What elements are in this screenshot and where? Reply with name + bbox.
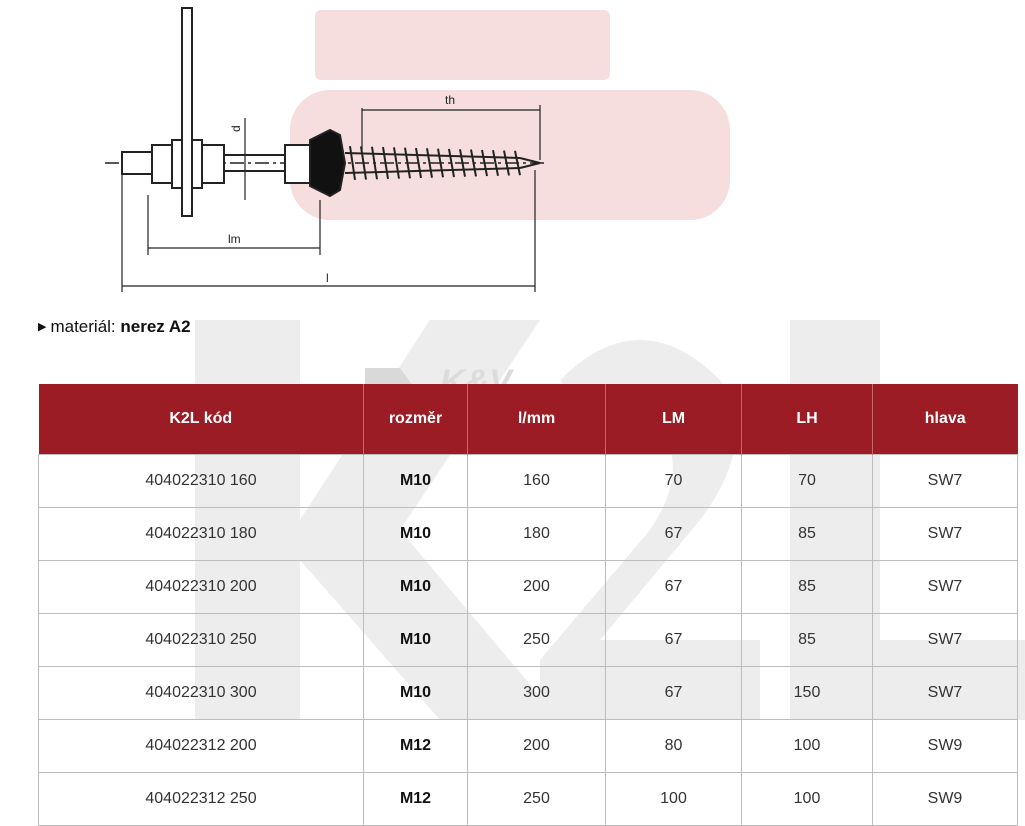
cell-lm: 67 <box>605 613 742 667</box>
cell-length: 250 <box>467 613 606 667</box>
cell-head: SW9 <box>872 719 1018 773</box>
cell-lh: 100 <box>741 772 873 826</box>
cell-lh: 100 <box>741 719 873 773</box>
cell-head: SW7 <box>872 454 1018 508</box>
header-lm: LM <box>605 384 742 455</box>
cell-code: 404022312 200 <box>38 719 364 773</box>
cell-lh: 70 <box>741 454 873 508</box>
cell-length: 200 <box>467 719 606 773</box>
cell-length: 250 <box>467 772 606 826</box>
cell-size: M10 <box>363 666 468 720</box>
cell-code: 404022310 300 <box>38 666 364 720</box>
cell-size: M10 <box>363 454 468 508</box>
material-label: materiál: <box>50 317 116 336</box>
cell-head: SW9 <box>872 772 1018 826</box>
cell-code: 404022310 200 <box>38 560 364 614</box>
cell-size: M10 <box>363 560 468 614</box>
table-row: 404022310 250 M10 250 67 85 SW7 <box>38 613 1018 667</box>
cell-size: M10 <box>363 507 468 561</box>
cell-head: SW7 <box>872 560 1018 614</box>
dim-label-l: l <box>326 271 329 285</box>
spec-table: K2L kód rozměr l/mm LM LH hlava 40402231… <box>38 384 1018 826</box>
table-row: 404022310 160 M10 160 70 70 SW7 <box>38 454 1018 508</box>
cell-size: M10 <box>363 613 468 667</box>
cell-length: 200 <box>467 560 606 614</box>
cell-length: 160 <box>467 454 606 508</box>
cell-head: SW7 <box>872 507 1018 561</box>
cell-size: M12 <box>363 772 468 826</box>
table-row: 404022310 180 M10 180 67 85 SW7 <box>38 507 1018 561</box>
cell-lm: 70 <box>605 454 742 508</box>
cell-head: SW7 <box>872 666 1018 720</box>
cell-length: 300 <box>467 666 606 720</box>
cell-lm: 67 <box>605 666 742 720</box>
material-value: nerez A2 <box>120 317 191 336</box>
table-row: 404022312 200 M12 200 80 100 SW9 <box>38 719 1018 773</box>
bolt-diagram: th d lm l <box>105 7 545 292</box>
cell-lh: 150 <box>741 666 873 720</box>
cell-lm: 100 <box>605 772 742 826</box>
cell-lh: 85 <box>741 560 873 614</box>
cell-head: SW7 <box>872 613 1018 667</box>
cell-code: 404022312 250 <box>38 772 364 826</box>
dim-label-th: th <box>445 93 455 107</box>
material-line: ▶materiál: nerez A2 <box>38 317 191 337</box>
cell-lh: 85 <box>741 507 873 561</box>
cell-lm: 80 <box>605 719 742 773</box>
header-lh: LH <box>741 384 873 455</box>
header-size: rozměr <box>363 384 468 455</box>
table-header-row: K2L kód rozměr l/mm LM LH hlava <box>38 384 1018 455</box>
header-code: K2L kód <box>38 384 364 455</box>
dim-label-d: d <box>229 125 243 132</box>
thread-tooth <box>371 146 378 180</box>
cell-size: M12 <box>363 719 468 773</box>
cell-code: 404022310 160 <box>38 454 364 508</box>
table-row: 404022310 300 M10 300 67 150 SW7 <box>38 666 1018 720</box>
header-length: l/mm <box>467 384 606 455</box>
cell-lm: 67 <box>605 560 742 614</box>
cell-code: 404022310 250 <box>38 613 364 667</box>
cell-lm: 67 <box>605 507 742 561</box>
header-head: hlava <box>872 384 1018 455</box>
table-row: 404022310 200 M10 200 67 85 SW7 <box>38 560 1018 614</box>
dim-label-lm: lm <box>228 232 241 246</box>
cell-lh: 85 <box>741 613 873 667</box>
cell-code: 404022310 180 <box>38 507 364 561</box>
table-row: 404022312 250 M12 250 100 100 SW9 <box>38 772 1018 826</box>
cell-length: 180 <box>467 507 606 561</box>
bullet-arrow-icon: ▶ <box>38 321 47 333</box>
